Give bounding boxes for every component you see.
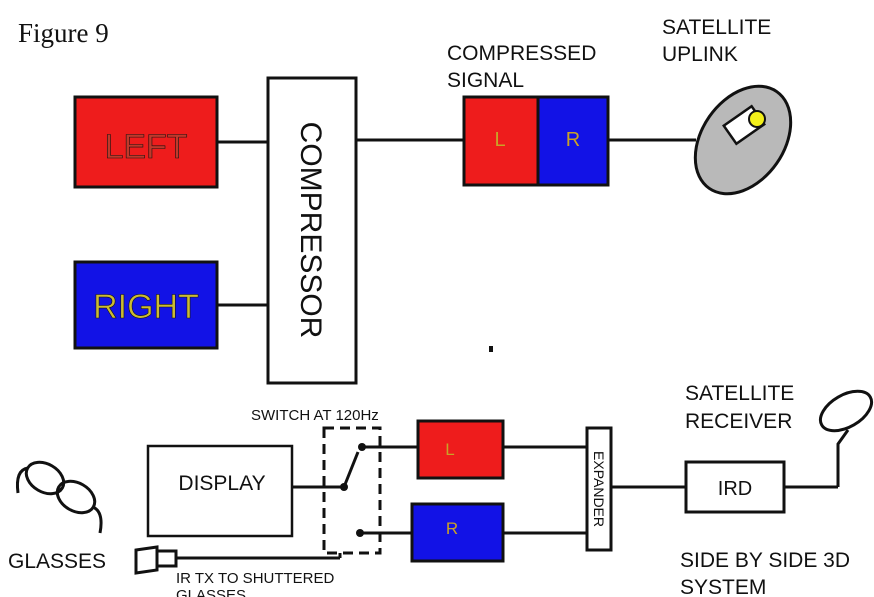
expander-box: [585, 426, 613, 552]
uplink-title-2: UPLINK: [662, 43, 738, 66]
glasses-icon: [16, 460, 103, 534]
receiver-title-2: RECEIVER: [685, 410, 792, 433]
receiver-r-box: [410, 502, 505, 563]
receiver-dish-icon: [818, 389, 874, 433]
stray-dot: [489, 346, 493, 352]
left-source-box: [73, 95, 219, 189]
ird-box: [684, 460, 786, 514]
receiver-l-box: [416, 419, 505, 480]
ir-transmitter-icon: [134, 545, 178, 575]
compressor-label: COMPRESSOR: [294, 122, 327, 339]
receiver-r-label: R: [446, 519, 458, 538]
switch-enclosure: [322, 426, 382, 555]
switch-label: SWITCH AT 120Hz: [251, 407, 379, 424]
figure-label: Figure 9: [18, 18, 109, 48]
caption-line-1: SIDE BY SIDE 3D: [680, 549, 850, 572]
display-box: [146, 444, 294, 538]
expander-label: EXPANDER: [591, 451, 607, 527]
ird-label: IRD: [718, 478, 752, 500]
bottom-wires: [176, 429, 850, 560]
compressed-l-label: L: [494, 129, 505, 151]
uplink-dish-icon: [693, 84, 793, 196]
right-source-label: RIGHT: [93, 288, 199, 326]
receiver-l-label: L: [445, 440, 454, 459]
receiver-title-1: SATELLITE: [685, 382, 794, 405]
switch-icon: [340, 443, 366, 537]
compressed-l-box: [462, 95, 540, 187]
top-wires: [217, 138, 696, 307]
right-source-box: [73, 260, 219, 350]
display-label: DISPLAY: [178, 472, 265, 495]
caption-line-2: SYSTEM: [680, 576, 766, 597]
irtx-label-1: IR TX TO SHUTTERED: [176, 570, 335, 587]
compressed-signal-title-1: COMPRESSED: [447, 42, 596, 65]
left-source-label: LEFT: [104, 128, 187, 166]
compressed-r-label: R: [566, 129, 580, 151]
compressor-box: [266, 76, 358, 385]
compressed-r-box: [536, 95, 610, 187]
irtx-label-2: GLASSES: [176, 587, 246, 597]
compressed-signal-title-2: SIGNAL: [447, 69, 524, 92]
glasses-label: GLASSES: [8, 550, 106, 573]
uplink-title-1: SATELLITE: [662, 16, 771, 39]
